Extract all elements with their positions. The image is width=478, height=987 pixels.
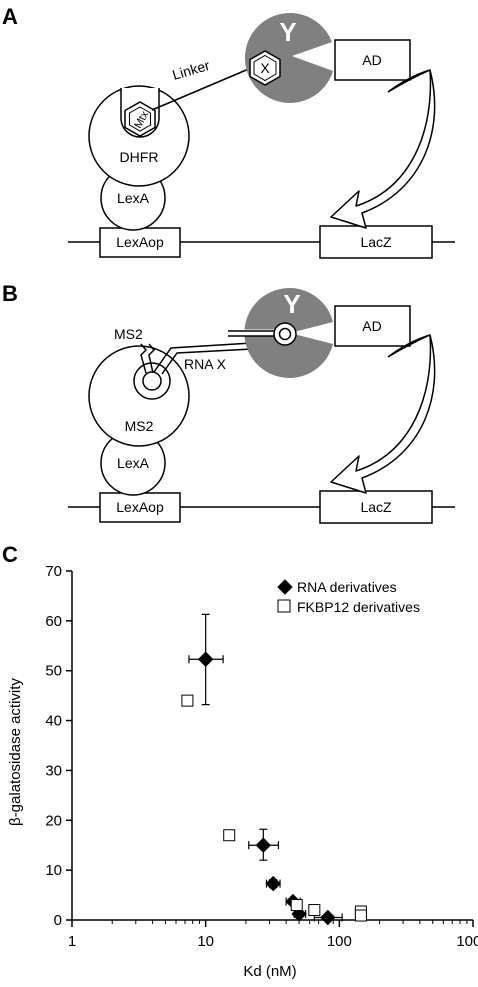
linker-label: Linker [170,57,211,83]
x-tick-label: 10 [197,933,214,950]
y-tick-label: 50 [45,663,62,680]
y-tick-label: 30 [45,762,62,779]
fkbp12-derivative-point [354,909,367,922]
fkbp12-derivative-point [308,904,321,917]
legend-diamond-marker [277,579,293,595]
rna-derivative-point [320,909,336,926]
panel-b-letter: B [2,281,18,306]
x-ticks: 1 10 100 1000 [68,920,478,950]
rna-x-loop-inner [278,327,292,341]
rna-derivative-point [265,875,281,892]
activation-arrow-b-tail [387,334,431,358]
y-tick-label: 40 [45,713,62,730]
x-axis-label: Kd (nM) [243,963,296,980]
lacz-label-b: LacZ [360,499,392,515]
lexaop-label-a: LexAop [116,234,164,250]
y-label-a: Y [279,17,296,47]
panel-a: A LexAop LacZ LexA DHFR Mtx Linker Y X A… [2,4,455,259]
y-ticks: 0 10 20 30 40 50 60 70 [45,563,72,929]
ad-box-b [334,305,411,347]
mtx-hexagon [124,101,156,137]
activation-arrow-a-tail [387,69,431,93]
rna-strand-lower [161,348,253,375]
y-tick-label: 0 [54,912,62,929]
x-tick-label: 100 [327,933,352,950]
dhfr-label: DHFR [120,149,159,165]
data-points [181,651,367,926]
lacz-box-a [319,225,433,259]
fkbp12-derivative-point [181,694,194,707]
ms2-site-stem-right [148,343,156,374]
legend: RNA derivatives FKBP12 derivatives [277,579,420,615]
x-tick-label: 1000 [456,933,478,950]
y-tick-label: 10 [45,862,62,879]
ad-label-b: AD [362,318,381,334]
lexaop-box-a [99,227,181,258]
y-tick-label: 70 [45,563,62,580]
lexa-label-a: LexA [117,190,150,206]
linker-line-a [151,67,252,111]
rna-derivative-point [255,837,272,853]
legend-fkbp-label: FKBP12 derivatives [297,599,420,615]
ms2-site-label: MS2 [114,326,143,342]
legend-rna-label: RNA derivatives [297,579,397,595]
y-tick-label: 60 [45,613,62,630]
lexaop-label-b: LexAop [116,499,164,515]
rna-x-label: RNA X [184,356,227,372]
ms2-site-stem-left [140,343,148,374]
legend-square-marker [277,599,291,613]
panel-b: B LexAop LacZ LexA MS2 MS2 RNA X Y A [2,281,455,524]
x-label: X [260,60,270,76]
ms2-label: MS2 [125,418,154,434]
ad-label-a: AD [362,52,381,68]
mtx-hexagon-inner [129,106,151,132]
activation-arrow-b [330,334,436,494]
y-label-b: Y [283,289,300,319]
ad-box-a [334,39,411,81]
ms2-hairpin-loop [142,371,162,391]
fkbp12-derivative-point [290,899,303,912]
y-tick-label: 20 [45,812,62,829]
lexa-label-b: LexA [117,455,150,471]
panel-c: C β-galatosidase activity Kd (nM) 0 10 20 3… [2,542,478,980]
lacz-label-a: LacZ [360,234,392,250]
x-tick-label: 1 [68,933,76,950]
rna-strand-upper [153,342,253,373]
y-axis-label: β-galatosidase activity [7,678,24,826]
panel-c-letter: C [2,542,18,567]
x-hexagon-inner [253,54,277,82]
lexaop-box-b [99,492,181,523]
lacz-box-b [319,490,433,524]
panel-a-letter: A [2,4,18,29]
fkbp12-derivative-point [223,829,236,842]
activation-arrow-a [330,69,436,229]
rna-derivative-point [197,651,214,667]
